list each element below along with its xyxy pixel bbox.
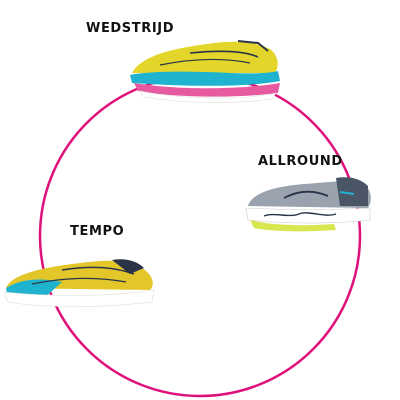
label-allround: ALLROUND <box>258 154 343 169</box>
label-wedstrijd: WEDSTRIJD <box>86 21 175 36</box>
label-tempo: TEMPO <box>70 224 125 239</box>
allround-shoe-icon[interactable] <box>245 177 371 232</box>
tempo-shoe-icon[interactable] <box>3 259 155 307</box>
wedstrijd-shoe-icon[interactable] <box>130 40 280 103</box>
